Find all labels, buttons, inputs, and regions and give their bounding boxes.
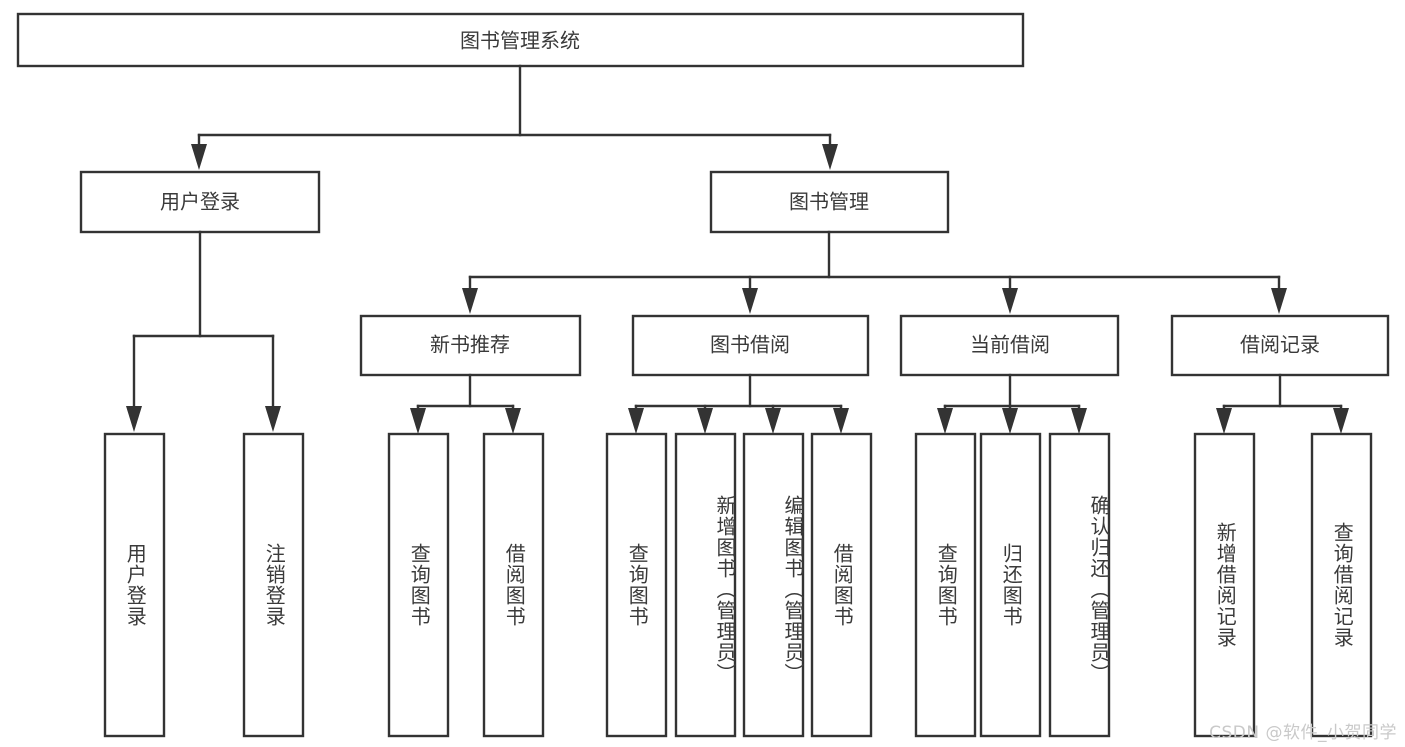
node-root-box[interactable] [16,12,1025,68]
node-borrow-record-box[interactable] [1170,314,1390,377]
leaf-box-new-book-1[interactable] [387,432,450,738]
arrowhead-current-borrow-leaf2 [1002,408,1018,434]
arrowhead-user-login-leaf2 [265,406,281,432]
watermark-text: CSDN @软件_小贺同学 [1209,723,1397,743]
leaf-box-book-borrow-4[interactable] [810,432,873,738]
node-book-manage-box[interactable] [709,170,950,234]
arrowhead-user-login [191,144,207,170]
arrowhead-borrow-record-leaf2 [1333,408,1349,434]
leaf-box-new-book-2[interactable] [482,432,545,738]
node-new-book-box[interactable] [359,314,582,377]
arrowhead-new-book-leaf2 [505,408,521,434]
arrowhead-book-borrow-leaf3 [765,408,781,434]
arrowhead-new-book [462,288,478,314]
arrowhead-new-book-leaf1 [410,408,426,434]
leaf-box-user-login-2[interactable] [242,432,305,738]
leaf-box-current-borrow-1[interactable] [914,432,977,738]
arrowhead-book-borrow-leaf1 [628,408,644,434]
node-borrow-record-label: 借阅记录 [1240,333,1320,357]
node-current-borrow-box[interactable] [899,314,1120,377]
leaf-box-book-borrow-1[interactable] [605,432,668,738]
node-book-manage-label: 图书管理 [789,190,869,214]
node-book-borrow-label: 图书借阅 [710,333,790,357]
node-current-borrow-label: 当前借阅 [970,333,1050,357]
leaf-box-current-borrow-2[interactable] [979,432,1042,738]
leaf-box-user-login-1[interactable] [103,432,166,738]
arrowhead-current-borrow-leaf3 [1071,408,1087,434]
node-root-label: 图书管理系统 [460,29,580,53]
arrowhead-book-borrow [742,288,758,314]
node-book-borrow-box[interactable] [631,314,870,377]
leaf-box-book-borrow-2[interactable] [674,432,737,738]
leaf-box-current-borrow-3[interactable] [1048,432,1111,738]
arrowhead-book-borrow-leaf2 [697,408,713,434]
arrowhead-user-login-leaf1 [126,406,142,432]
arrowhead-book-manage [822,144,838,170]
arrowhead-book-borrow-leaf4 [833,408,849,434]
arrowhead-current-borrow-leaf1 [937,408,953,434]
leaf-box-borrow-record-2[interactable] [1310,432,1373,738]
arrowhead-borrow-record [1271,288,1287,314]
node-new-book-label: 新书推荐 [430,333,510,357]
leaf-box-book-borrow-3[interactable] [742,432,805,738]
arrowhead-borrow-record-leaf1 [1216,408,1232,434]
leaf-box-borrow-record-1[interactable] [1193,432,1256,738]
node-user-login-label: 用户登录 [160,190,240,214]
arrowhead-current-borrow [1002,288,1018,314]
